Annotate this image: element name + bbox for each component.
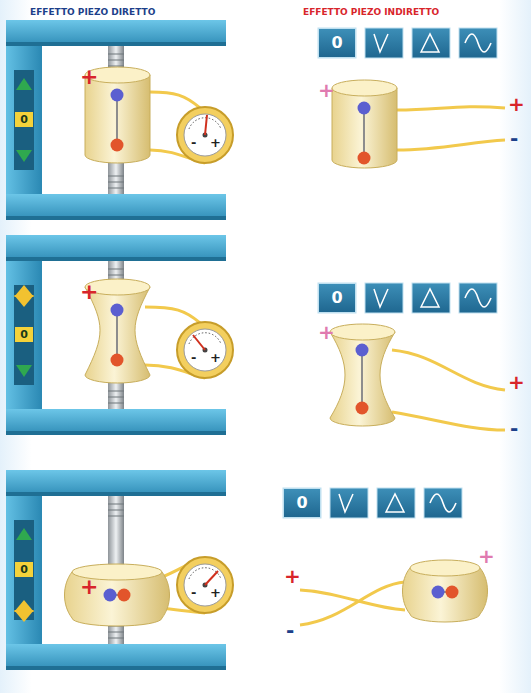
- indirect-panel: [318, 283, 505, 430]
- node-text: 0: [331, 35, 342, 51]
- indirect-panel: [318, 28, 505, 168]
- polarity-sign: -: [191, 351, 196, 364]
- node-text: 0: [296, 495, 307, 511]
- polarity-sign: +: [478, 546, 495, 566]
- node-text: 0: [20, 564, 28, 575]
- direct-panel: [6, 20, 233, 220]
- node-text: 0: [331, 290, 342, 306]
- zero-icon: 0: [318, 28, 356, 58]
- zero-icon: 0: [283, 488, 321, 518]
- direct-panel: [6, 235, 233, 435]
- panel-heading: EFFETTO PIEZO INDIRETTO: [303, 8, 439, 17]
- zero-indicator: 0: [15, 327, 33, 342]
- panel-heading: EFFETTO PIEZO DIRETTO: [30, 8, 155, 17]
- polarity-sign: +: [80, 576, 98, 598]
- indirect-panel: [283, 488, 488, 625]
- polarity-sign: -: [286, 620, 294, 640]
- polarity-sign: +: [80, 66, 98, 88]
- node-text: 0: [20, 114, 28, 125]
- zero-indicator: 0: [15, 112, 33, 127]
- node-text: 0: [20, 329, 28, 340]
- direct-panel: [6, 470, 233, 670]
- zero-icon: 0: [318, 283, 356, 313]
- polarity-sign: +: [210, 136, 221, 149]
- polarity-sign: +: [210, 586, 221, 599]
- polarity-sign: -: [191, 586, 196, 599]
- polarity-sign: +: [284, 566, 301, 586]
- polarity-sign: +: [318, 80, 335, 100]
- polarity-sign: -: [510, 128, 518, 148]
- polarity-sign: +: [318, 322, 335, 342]
- polarity-sign: +: [80, 281, 98, 303]
- polarity-sign: +: [210, 351, 221, 364]
- polarity-sign: -: [191, 136, 196, 149]
- polarity-sign: -: [510, 418, 518, 438]
- polarity-sign: +: [508, 372, 525, 392]
- polarity-sign: +: [508, 94, 525, 114]
- zero-indicator: 0: [15, 562, 33, 577]
